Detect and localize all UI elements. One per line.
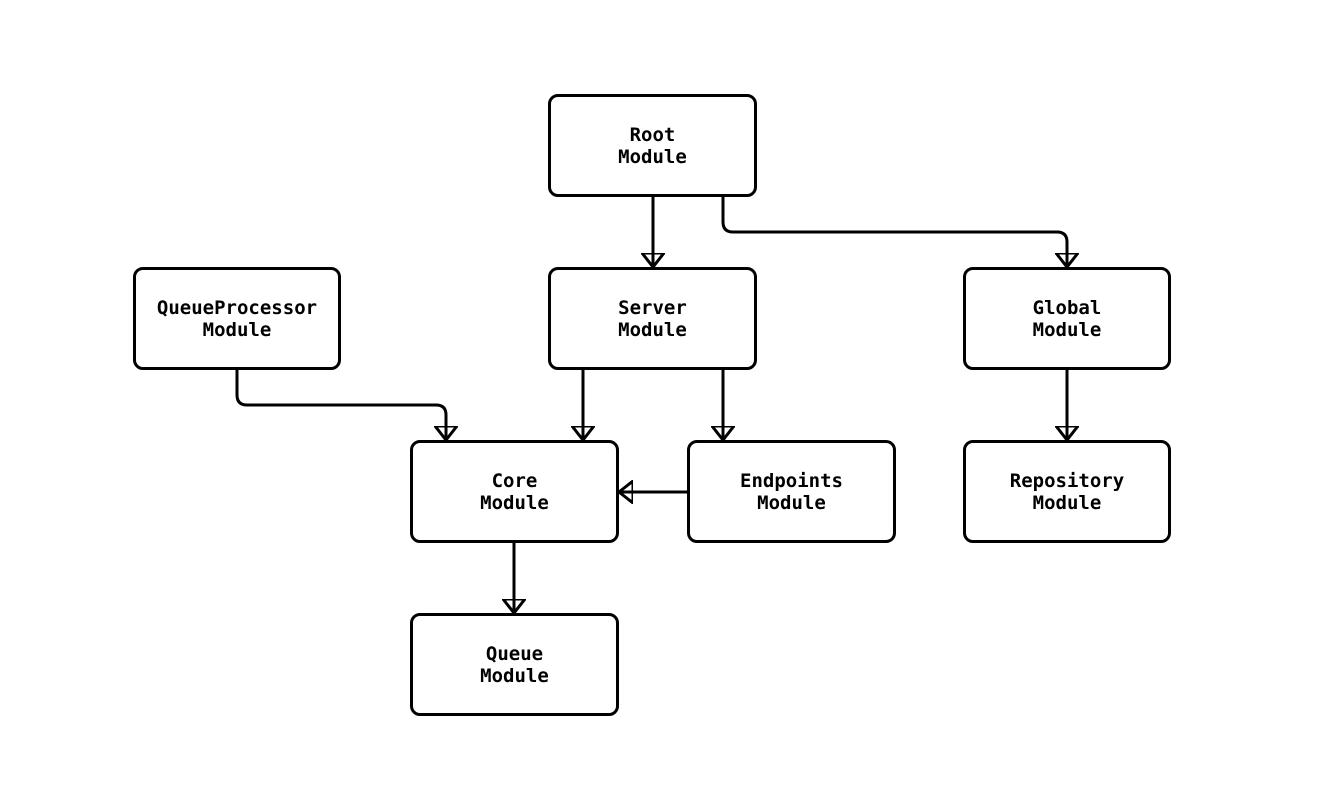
node-root-module: Root Module [548,94,757,197]
node-root-module-label: Root Module [618,123,687,168]
node-server-module-label: Server Module [618,296,687,341]
node-global-module: Global Module [963,267,1171,370]
node-queue-module: Queue Module [410,613,619,716]
node-queue-module-label: Queue Module [480,642,549,687]
node-queueprocessor-module: QueueProcessor Module [133,267,341,370]
node-global-module-label: Global Module [1032,296,1102,341]
node-core-module-label: Core Module [480,469,549,514]
node-repository-module: Repository Module [963,440,1171,543]
node-repository-module-label: Repository Module [1009,469,1125,514]
node-queueprocessor-module-label: QueueProcessor Module [156,296,318,341]
node-endpoints-module-label: Endpoints Module [740,469,843,514]
edge-queueprocessor-core [235,370,446,440]
node-server-module: Server Module [548,267,757,370]
edge-root-global [721,197,1067,267]
node-core-module: Core Module [410,440,619,543]
node-endpoints-module: Endpoints Module [687,440,896,543]
